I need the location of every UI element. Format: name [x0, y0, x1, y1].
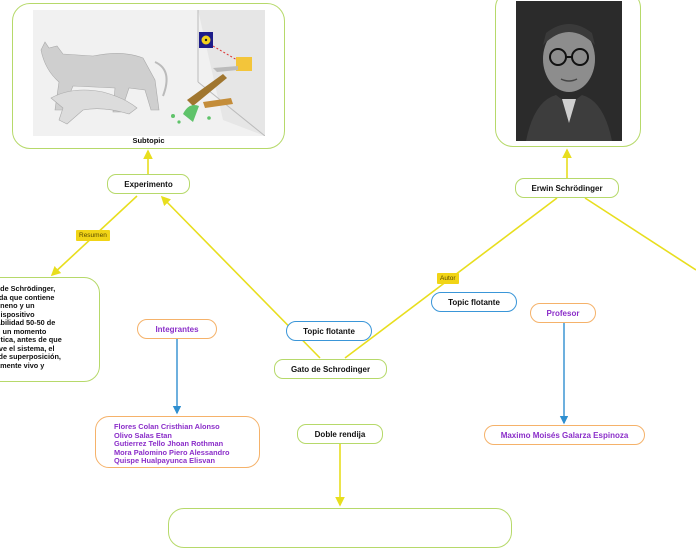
- subtopic-label: Subtopic: [132, 136, 165, 145]
- integrantes-names: Flores Colan Cristhian Alonso Olivo Sala…: [114, 422, 230, 466]
- doble-rendija-node[interactable]: Doble rendija: [297, 424, 383, 444]
- profesor-node[interactable]: Profesor: [530, 303, 596, 323]
- portrait-photo: [516, 1, 622, 141]
- integrante-item: Mora Palomino Piero Alessandro: [114, 447, 230, 457]
- central-topic[interactable]: Gato de Schrodinger: [274, 359, 387, 379]
- radiation-icon: [201, 35, 211, 45]
- experiment-illustration: [33, 10, 265, 136]
- autor-tag[interactable]: Autor: [437, 273, 459, 284]
- integrante-item: Gutierrez Tello Jhoan Rothman: [114, 439, 224, 449]
- subtopic-card[interactable]: Subtopic: [12, 3, 285, 149]
- topic-floating-right[interactable]: Topic flotante: [431, 292, 517, 312]
- resumen-card[interactable]: al de Schrödinger, rada que contiene ven…: [0, 277, 100, 382]
- bottom-card[interactable]: [168, 508, 512, 548]
- profesor-nombre-node[interactable]: Maximo Moisés Galarza Espinoza: [484, 425, 645, 445]
- erwin-photo-card[interactable]: [495, 0, 641, 147]
- connector-erwin-right: [584, 197, 696, 271]
- integrante-item: Flores Colan Cristhian Alonso: [114, 422, 220, 431]
- topic-floating-left[interactable]: Topic flotante: [286, 321, 372, 341]
- erwin-node[interactable]: Erwin Schrödinger: [515, 178, 619, 198]
- integrante-item: Olivo Salas Etan: [114, 430, 172, 440]
- integrantes-node[interactable]: Integrantes: [137, 319, 217, 339]
- integrantes-list[interactable]: Flores Colan Cristhian Alonso Olivo Sala…: [95, 416, 260, 468]
- resumen-tag[interactable]: Resumen: [76, 230, 110, 241]
- experimento-node[interactable]: Experimento: [107, 174, 190, 194]
- integrante-item: Quispe Hualpayunca Elisvan: [114, 456, 216, 466]
- resumen-text: al de Schrödinger, rada que contiene ven…: [0, 285, 62, 370]
